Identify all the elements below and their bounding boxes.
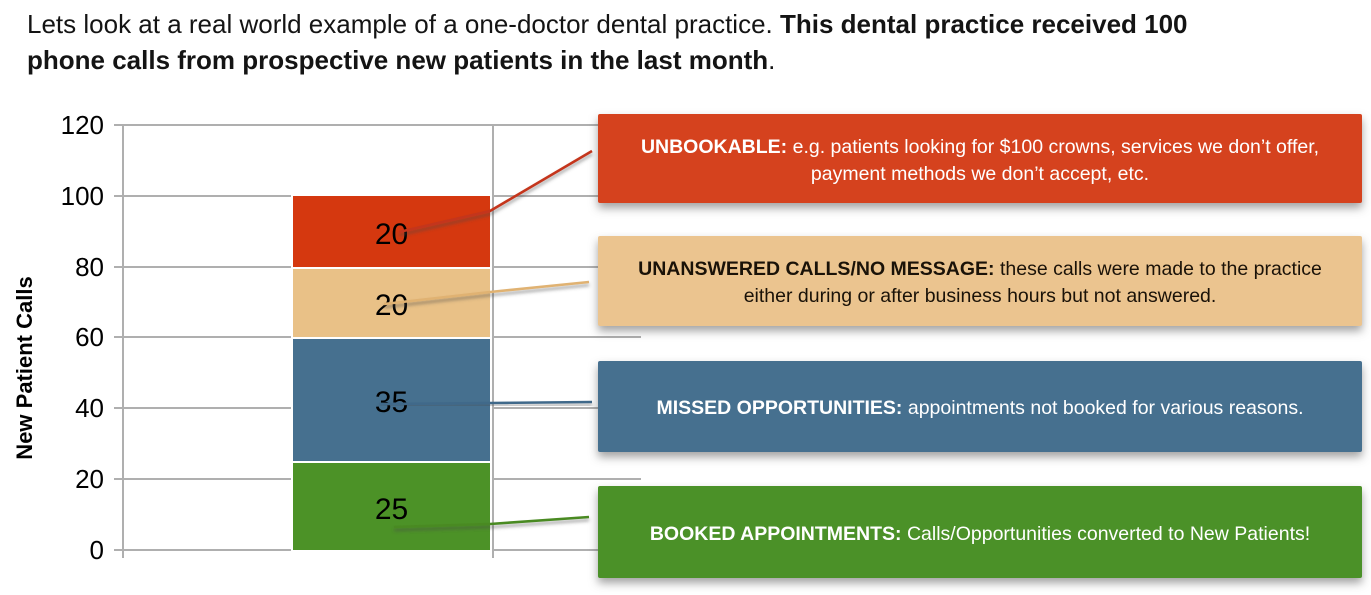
leader-line-unanswered-calls-no-message <box>383 280 590 306</box>
callout-box-missed-opportunities: MISSED OPPORTUNITIES: appointments not b… <box>598 361 1362 452</box>
leader-line-booked-appointments <box>393 515 590 529</box>
callout-content: MISSED OPPORTUNITIES: appointments not b… <box>656 395 1303 422</box>
page-title: Lets look at a real world example of a o… <box>27 6 1371 78</box>
title-bold-text-line1: This dental practice received 100 <box>779 9 1188 39</box>
y-tick-label: 0 <box>89 535 104 565</box>
y-tick-label: 40 <box>75 393 104 424</box>
bar-segment-value-label: 20 <box>374 218 409 252</box>
callout-label: UNBOOKABLE: <box>640 135 788 158</box>
leader-line-missed-opportunities <box>378 400 593 406</box>
bar-segment-unbookable: 20 <box>293 195 490 267</box>
bar-segment-value-label: 20 <box>374 289 409 323</box>
y-tick-label: 120 <box>60 109 104 140</box>
y-tick-label: 80 <box>75 251 104 282</box>
y-axis-line <box>122 124 124 558</box>
callout-content: BOOKED APPOINTMENTS: Calls/Opportunities… <box>650 521 1310 548</box>
callout-text: Calls/Opportunities converted to New Pat… <box>906 522 1311 545</box>
bar-segment-value-label: 25 <box>374 492 409 526</box>
gridline-y-0 <box>114 549 641 551</box>
callout-label: UNANSWERED CALLS/NO MESSAGE: <box>638 258 995 280</box>
y-tick-label: 100 <box>60 180 104 211</box>
bar-segment-missed-opportunities: 35 <box>293 337 490 462</box>
title-normal-text: Lets look at a real world example of a o… <box>27 9 780 39</box>
callout-box-booked-appointments: BOOKED APPOINTMENTS: Calls/Opportunities… <box>598 486 1362 578</box>
category-gridline <box>492 124 494 558</box>
leader-line-unbookable <box>398 149 593 234</box>
y-tick-label: 20 <box>75 464 104 495</box>
callout-text: e.g. patients looking for $100 crowns, s… <box>792 135 1320 185</box>
title-suffix: . <box>768 45 776 75</box>
callout-label: MISSED OPPORTUNITIES: <box>656 397 903 419</box>
gridline-y-120 <box>114 123 641 126</box>
callout-box-unanswered-calls: UNANSWERED CALLS/NO MESSAGE: these calls… <box>598 236 1362 326</box>
callout-content: UNANSWERED CALLS/NO MESSAGE: these calls… <box>627 256 1333 310</box>
callout-box-unbookable: UNBOOKABLE: e.g. patients looking for $1… <box>598 114 1362 203</box>
callout-text: appointments not booked for various reas… <box>907 397 1304 419</box>
callout-label: BOOKED APPOINTMENTS: <box>649 522 902 545</box>
title-bold-text-line2: phone calls from prospective new patient… <box>27 45 769 75</box>
callout-content: UNBOOKABLE: e.g. patients looking for $1… <box>627 134 1333 188</box>
bar-segment-booked-appointments: 25 <box>293 461 490 550</box>
callout-text: these calls were made to the practice ei… <box>743 258 1322 307</box>
y-tick-label: 60 <box>75 322 104 353</box>
